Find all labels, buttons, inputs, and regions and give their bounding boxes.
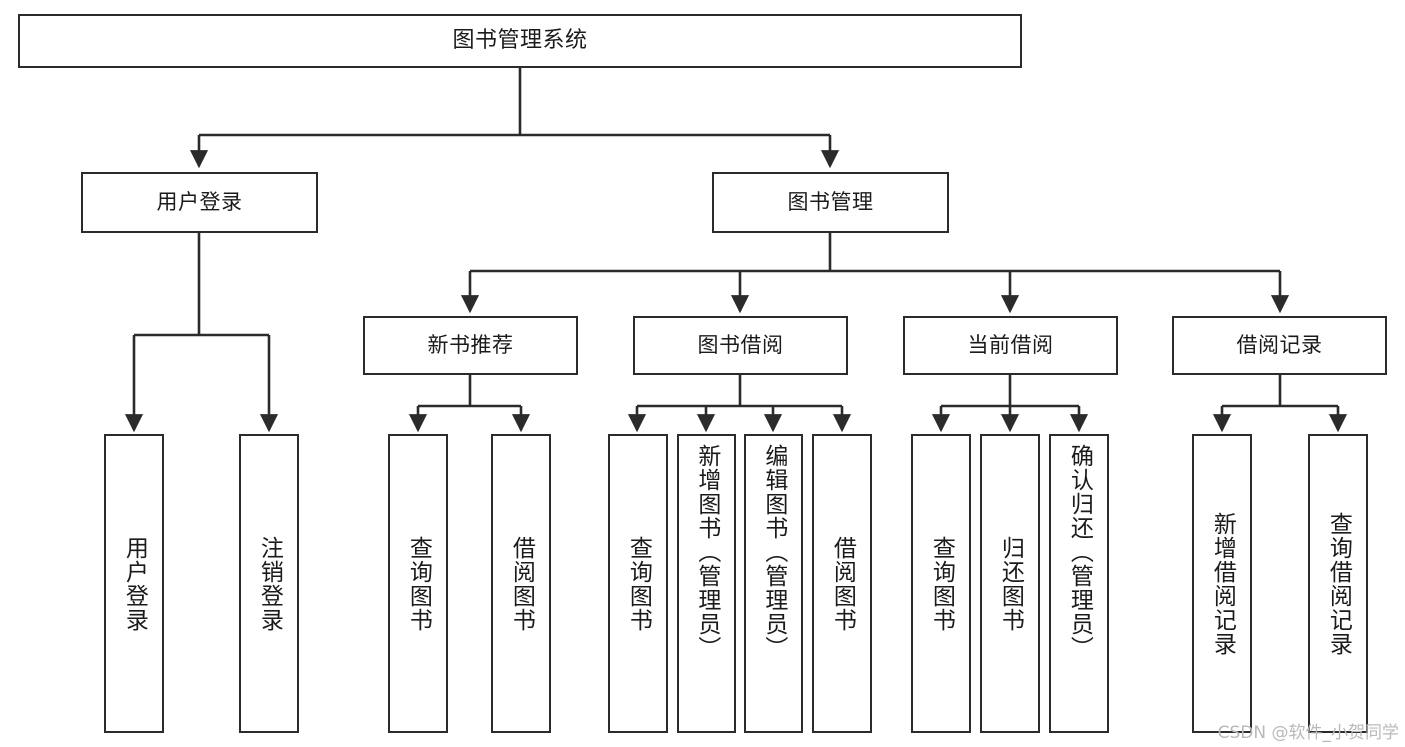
leaf-borrow-book-recommend[interactable]: 借阅图书 <box>491 434 551 733</box>
node-label: 图书借阅 <box>697 333 784 358</box>
leaf-borrow-book[interactable]: 借阅图书 <box>812 434 872 733</box>
node-label: 归还图书 <box>997 535 1024 632</box>
leaf-add-book-admin[interactable]: 新增图书（管理员） <box>677 434 736 733</box>
node-label: 借阅图书 <box>829 535 856 632</box>
node-label: 当前借阅 <box>967 333 1054 358</box>
node-label: 注销登录 <box>256 535 283 632</box>
node-label: 确认归还（管理员） <box>1066 444 1093 660</box>
leaf-query-book-borrow[interactable]: 查询图书 <box>608 434 668 733</box>
leaf-query-book-recommend[interactable]: 查询图书 <box>388 434 448 733</box>
leaf-add-borrow-record[interactable]: 新增借阅记录 <box>1192 434 1252 733</box>
node-label: 用户登录 <box>121 535 148 632</box>
node-label: 图书管理系统 <box>452 28 588 54</box>
leaf-edit-book-admin[interactable]: 编辑图书（管理员） <box>744 434 803 733</box>
node-current-borrow[interactable]: 当前借阅 <box>903 316 1118 375</box>
leaf-logout[interactable]: 注销登录 <box>239 434 299 733</box>
node-label: 新增图书（管理员） <box>693 444 720 660</box>
node-borrow-record[interactable]: 借阅记录 <box>1172 316 1387 375</box>
leaf-query-borrow-record[interactable]: 查询借阅记录 <box>1308 434 1368 733</box>
leaf-query-book-current[interactable]: 查询图书 <box>911 434 971 733</box>
leaf-confirm-return-admin[interactable]: 确认归还（管理员） <box>1049 434 1109 733</box>
node-label: 图书管理 <box>787 190 874 215</box>
node-label: 新增借阅记录 <box>1209 511 1236 656</box>
node-book-management[interactable]: 图书管理 <box>712 172 949 233</box>
node-book-borrow[interactable]: 图书借阅 <box>633 316 848 375</box>
node-label: 查询借阅记录 <box>1325 511 1352 656</box>
csdn-watermark: CSDN @软件_小贺同学 <box>1217 723 1399 743</box>
node-label: 编辑图书（管理员） <box>760 444 787 660</box>
node-label: 查询图书 <box>625 535 652 632</box>
node-label: 借阅图书 <box>508 535 535 632</box>
node-label: 借阅记录 <box>1236 333 1323 358</box>
leaf-user-login[interactable]: 用户登录 <box>104 434 164 733</box>
node-new-book-recommend[interactable]: 新书推荐 <box>363 316 578 375</box>
node-user-login[interactable]: 用户登录 <box>81 172 318 233</box>
node-root-book-management-system[interactable]: 图书管理系统 <box>18 14 1022 68</box>
node-label: 查询图书 <box>405 535 432 632</box>
leaf-return-book[interactable]: 归还图书 <box>980 434 1040 733</box>
node-label: 新书推荐 <box>427 333 514 358</box>
node-label: 用户登录 <box>156 190 243 215</box>
node-label: 查询图书 <box>928 535 955 632</box>
